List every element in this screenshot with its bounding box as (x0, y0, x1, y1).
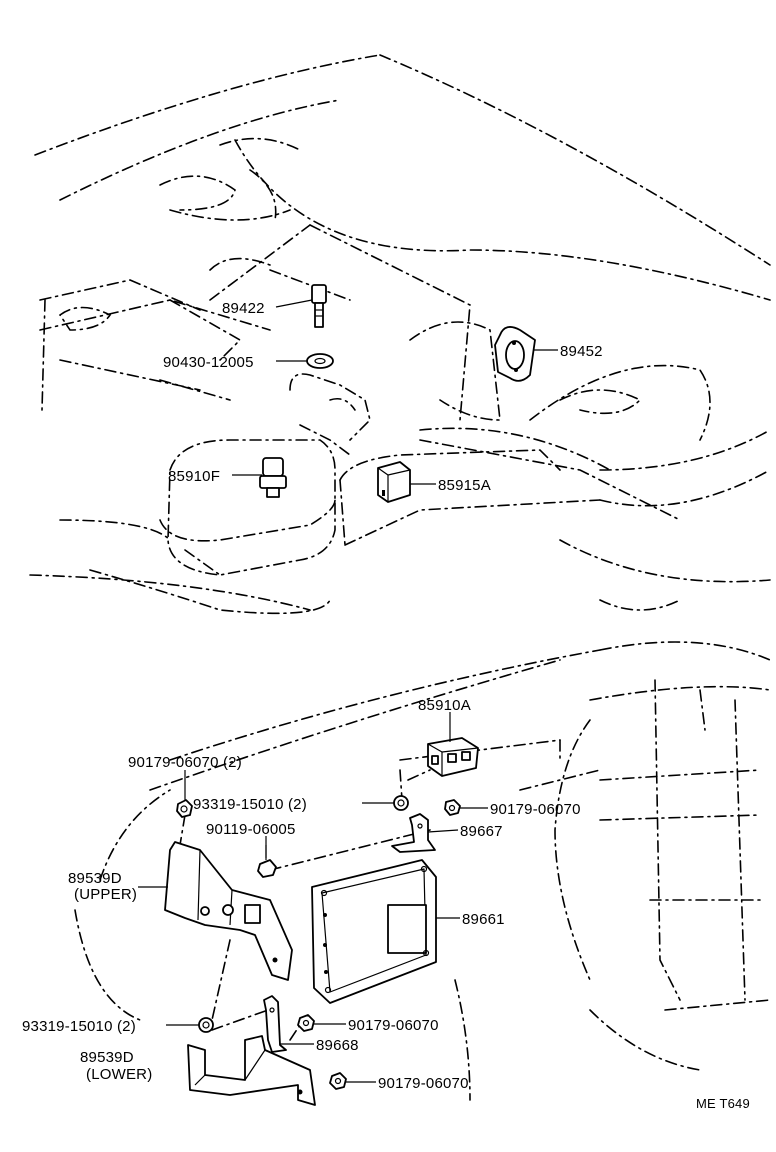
label-89539d-upper-note: (UPPER) (74, 886, 137, 903)
ecu-89661-part (311, 859, 437, 1004)
label-89539d-lower-note: (LOWER) (86, 1066, 152, 1083)
label-89661: 89661 (462, 911, 505, 928)
label-89539d-upper: 89539D (68, 870, 122, 887)
label-89539d-lower: 89539D (80, 1049, 134, 1066)
bracket-89539d-lower-part (187, 1035, 316, 1106)
nut-90179-right-part (444, 799, 461, 816)
bolt-90119-part (257, 845, 277, 878)
label-93319-15010-bottom: 93319-15010 (2) (22, 1018, 136, 1035)
clip-93319-bottom-part (198, 1017, 214, 1033)
label-90119-06005: 90119-06005 (206, 821, 296, 838)
lower-leader-lines (138, 712, 488, 1083)
dashboard-outline (74, 641, 771, 1101)
upper-leader-lines (232, 299, 558, 485)
label-85910a: 85910A (418, 697, 471, 714)
nut-90179-mid-part (297, 1014, 315, 1032)
label-93319-15010-top: 93319-15010 (2) (193, 796, 307, 813)
pressure-switch-part (259, 457, 287, 498)
label-90179-06070-mid: 90179-06070 (348, 1017, 439, 1034)
relay-part (377, 461, 411, 503)
label-85910f: 85910F (168, 468, 220, 485)
nut-90179-bottom-part (329, 1072, 347, 1090)
bracket-89539d-upper-part (164, 841, 293, 981)
throttle-position-sensor-part (494, 326, 536, 382)
bracket-89667-part (391, 813, 436, 853)
label-90430-12005: 90430-12005 (163, 354, 254, 371)
label-89668: 89668 (316, 1037, 359, 1054)
label-90179-06070-bottom: 90179-06070 (378, 1075, 469, 1092)
engine-compartment-outline (29, 54, 771, 615)
clip-93319-top-part (393, 795, 409, 811)
coolant-temp-sensor-part (311, 284, 327, 328)
connector-relay-85910a-part (427, 737, 479, 777)
label-85915a: 85915A (438, 477, 491, 494)
label-90179-06070-right: 90179-06070 (490, 801, 581, 818)
label-90179-06070-x2: 90179-06070 (2) (128, 754, 242, 771)
gasket-washer-part (306, 353, 334, 369)
bracket-89668-part (263, 995, 287, 1053)
nut-90179-2-part (176, 799, 193, 818)
label-89452: 89452 (560, 343, 603, 360)
label-89422: 89422 (222, 300, 265, 317)
figure-reference: ME T649 (696, 1096, 750, 1111)
label-89667: 89667 (460, 823, 503, 840)
